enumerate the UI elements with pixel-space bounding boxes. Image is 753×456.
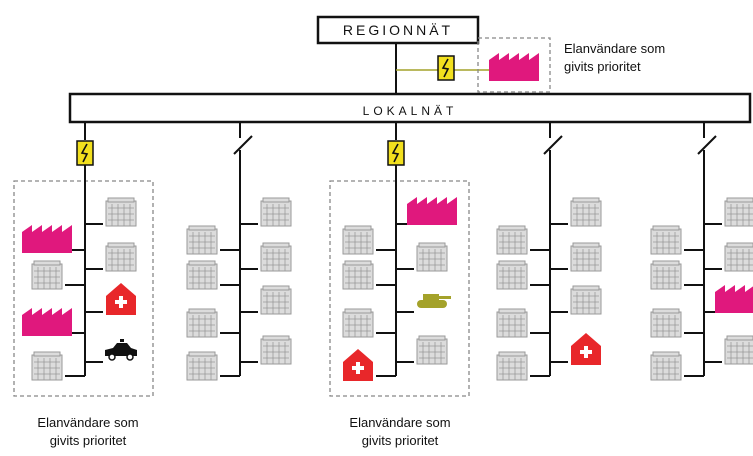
building-icon bbox=[260, 335, 292, 365]
lightning-switch-icon bbox=[76, 140, 94, 166]
building-icon bbox=[650, 225, 682, 255]
lightning-switch-icon bbox=[437, 55, 455, 81]
tank-icon bbox=[417, 294, 451, 308]
building-icon bbox=[650, 260, 682, 290]
building-icon bbox=[496, 260, 528, 290]
building-icon bbox=[342, 308, 374, 338]
consumer-groups bbox=[22, 122, 753, 381]
priority-box-left bbox=[13, 180, 154, 397]
local-network-bar bbox=[68, 92, 752, 124]
building-icon bbox=[416, 242, 448, 272]
open-switch bbox=[543, 135, 563, 155]
priority-label-line1: Elanvändare som bbox=[564, 41, 666, 56]
building-icon bbox=[186, 351, 218, 381]
police-car-icon bbox=[105, 339, 137, 361]
building-icon bbox=[570, 197, 602, 227]
consumer-group bbox=[650, 122, 753, 381]
building-icon bbox=[105, 242, 137, 272]
building-icon bbox=[650, 351, 682, 381]
priority-label-line2: givits prioritet bbox=[564, 59, 641, 74]
building-icon bbox=[186, 308, 218, 338]
building-icon bbox=[496, 225, 528, 255]
building-icon bbox=[724, 197, 753, 227]
building-icon bbox=[496, 351, 528, 381]
building-icon bbox=[105, 197, 137, 227]
priority-label-middle: Elanvändare som givits prioritet bbox=[330, 414, 470, 450]
factory-icon bbox=[22, 308, 72, 336]
regional-network-box bbox=[316, 15, 480, 45]
factory-icon bbox=[407, 197, 457, 225]
building-icon bbox=[186, 260, 218, 290]
building-icon bbox=[342, 225, 374, 255]
open-switch bbox=[233, 135, 253, 155]
priority-label-line1: Elanvändare som bbox=[37, 415, 139, 430]
building-icon bbox=[570, 285, 602, 315]
priority-label-line2: givits prioritet bbox=[49, 433, 127, 448]
factory-icon bbox=[22, 225, 72, 253]
factory-icon bbox=[715, 285, 753, 313]
building-icon bbox=[570, 242, 602, 272]
building-icon bbox=[650, 308, 682, 338]
priority-label-left: Elanvändare som givits prioritet bbox=[18, 414, 158, 450]
building-icon bbox=[260, 197, 292, 227]
priority-label-line2: givits prioritet bbox=[361, 433, 439, 448]
building-icon bbox=[724, 335, 753, 365]
consumer-group bbox=[496, 122, 602, 381]
consumer-group bbox=[186, 122, 292, 381]
building-icon bbox=[342, 260, 374, 290]
building-icon bbox=[31, 351, 63, 381]
hospital-icon bbox=[343, 349, 373, 381]
factory-icon bbox=[489, 53, 539, 81]
building-icon bbox=[496, 308, 528, 338]
building-icon bbox=[260, 242, 292, 272]
hospital-icon bbox=[106, 283, 136, 315]
priority-box-top bbox=[477, 37, 551, 93]
building-icon bbox=[186, 225, 218, 255]
consumer-group bbox=[342, 122, 457, 381]
priority-label-line1: Elanvändare som bbox=[349, 415, 451, 430]
consumer-group bbox=[22, 122, 137, 381]
open-switch bbox=[697, 135, 717, 155]
building-icon bbox=[31, 260, 63, 290]
priority-box-middle bbox=[329, 180, 470, 397]
local-network-label: LOKALNÄT bbox=[362, 104, 458, 118]
priority-label-top: Elanvändare som givits prioritet bbox=[564, 40, 724, 76]
hospital-icon bbox=[571, 333, 601, 365]
building-icon bbox=[724, 242, 753, 272]
regional-network-label: REGIONNÄT bbox=[342, 22, 454, 38]
building-icon bbox=[416, 335, 448, 365]
lightning-switch-icon bbox=[387, 140, 405, 166]
building-icon bbox=[260, 285, 292, 315]
